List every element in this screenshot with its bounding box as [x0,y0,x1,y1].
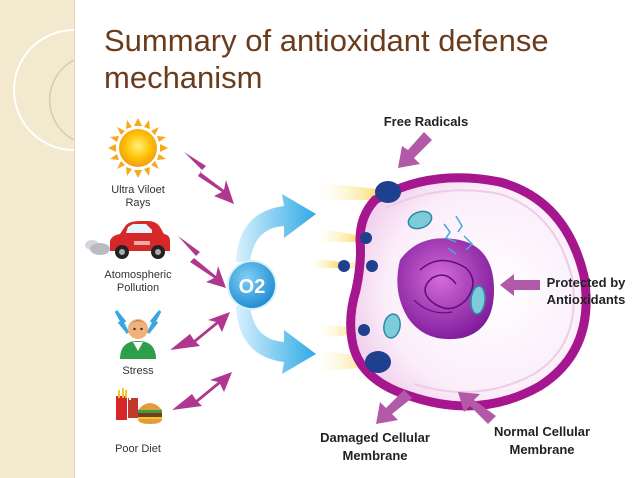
fast-food-icon [116,388,162,424]
arrow-protected [500,274,540,296]
sun-icon [108,118,168,178]
lightning-arrow-diet [172,372,232,410]
stress-person-icon [114,310,162,359]
side-decoration [0,0,75,478]
source-label-pollution-2: Pollution [117,282,159,294]
source-label-stress: Stress [122,365,154,377]
arrow-free-radicals [398,132,432,168]
label-protected-2: Antioxidants [547,292,626,307]
nucleus [397,238,494,340]
arrow-normal [458,392,496,424]
label-damaged-1: Damaged Cellular [320,430,430,445]
source-label-diet: Poor Diet [115,443,161,455]
title-line-1: Summary of antioxidant defense [104,23,549,58]
label-free-radicals: Free Radicals [384,114,469,129]
label-damaged-2: Membrane [342,448,407,463]
label-normal-2: Membrane [509,442,574,457]
label-protected-1: Protected by [547,275,627,290]
mitochondria [383,210,486,339]
car-icon [85,221,170,259]
source-label-pollution-1: Atomospheric [104,269,172,281]
arrow-damaged [376,390,412,424]
lightning-arrows [170,152,234,410]
endoplasmic-reticulum [443,215,474,255]
oxygen-arrows [236,194,316,374]
page-title: Summary of antioxidant defense mechanism [104,22,624,96]
cell [346,173,591,411]
source-label-uv-2: Rays [125,197,151,209]
lightning-arrow-stress [170,312,230,350]
title-line-2: mechanism [104,60,263,95]
label-arrows [376,132,540,424]
oxygen-molecule-icon: O2 [227,260,277,310]
source-label-uv-1: Ultra Viloet [111,184,165,196]
lightning-arrow-uv [184,152,234,204]
blue-arrow-down [236,306,316,374]
free-radicals [338,181,401,373]
label-normal-1: Normal Cellular [494,424,590,439]
oxygen-label: O2 [239,276,266,298]
lightning-arrow-pollution [178,236,226,288]
blue-arrow-up [236,194,316,262]
